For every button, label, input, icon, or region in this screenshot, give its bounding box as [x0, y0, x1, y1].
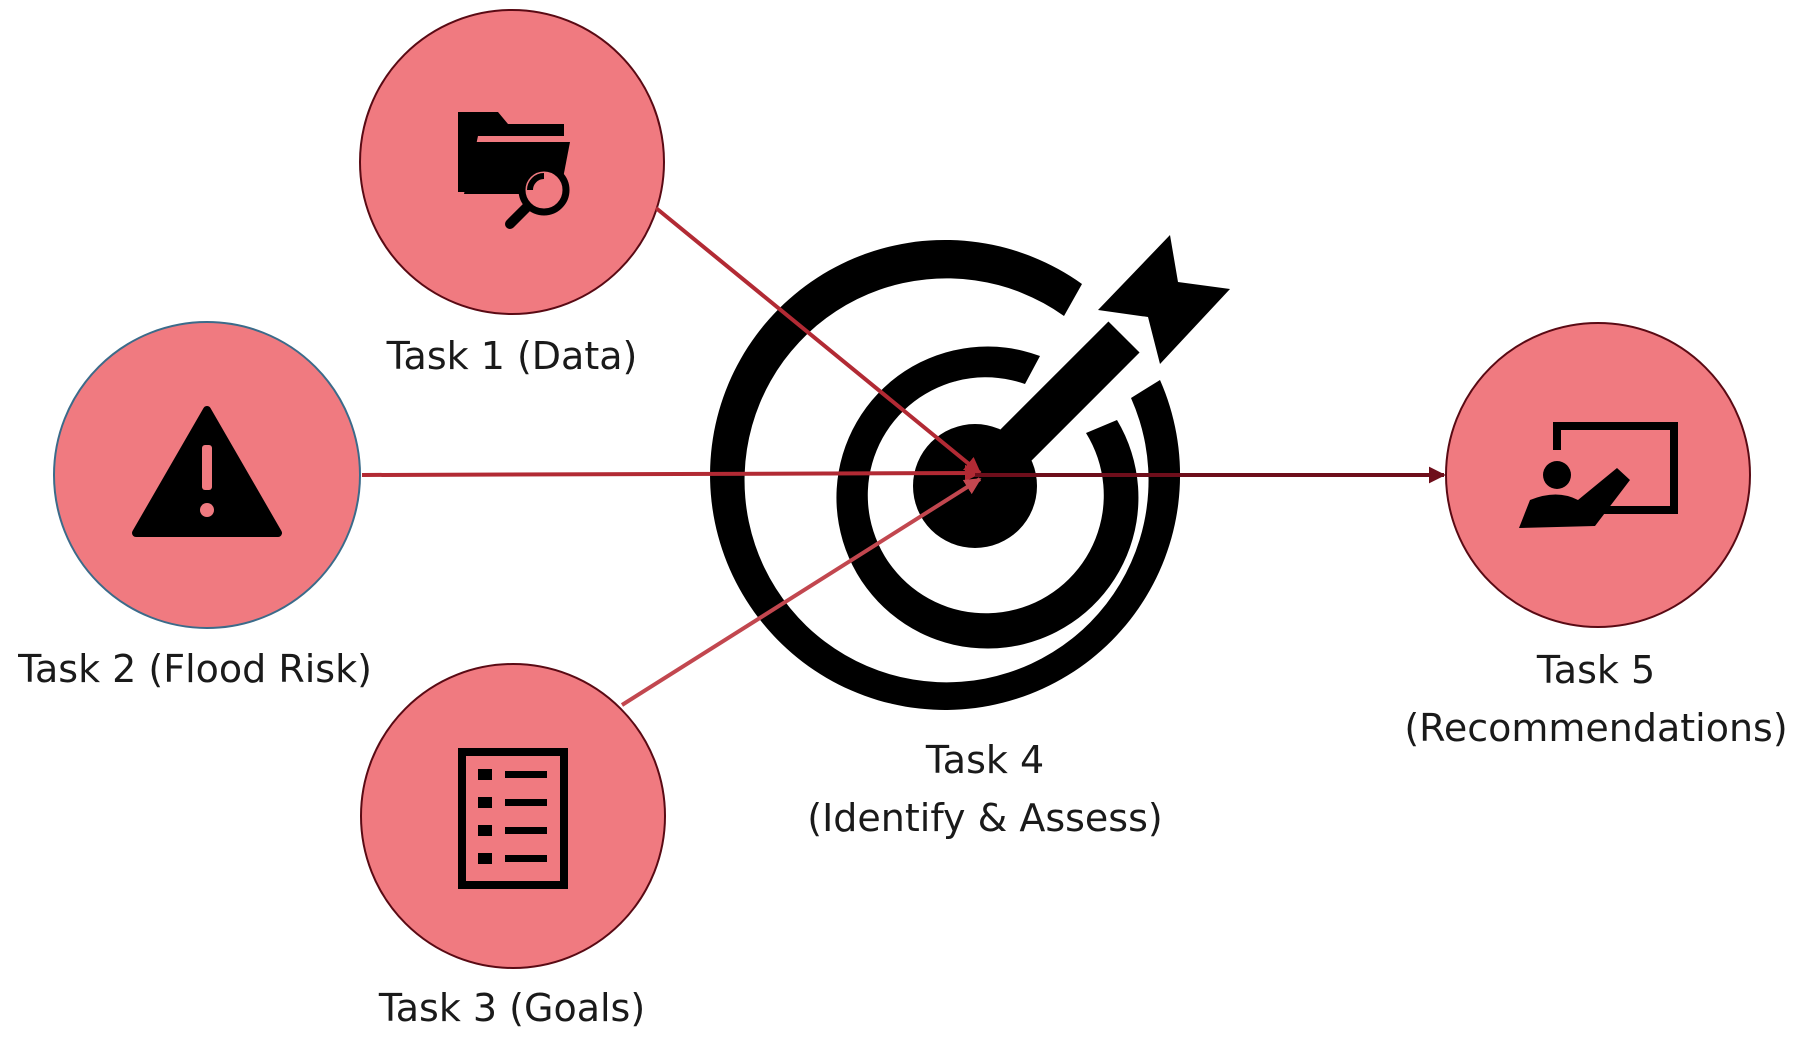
node-task5 [1445, 322, 1751, 628]
task4-label-line1: Task 4 [925, 738, 1045, 782]
task1-label: Task 1 (Data) [386, 334, 638, 378]
task2-label: Task 2 (Flood Risk) [18, 647, 372, 691]
task5-label-line2: (Recommendations) [1404, 706, 1788, 750]
folder-search-icon [458, 112, 570, 229]
presentation-icon [1519, 422, 1678, 528]
arrow-task3-to-task4 [620, 477, 982, 707]
task5-label-line1: Task 5 [1536, 648, 1656, 692]
node-task1 [359, 9, 665, 315]
node-task2 [53, 321, 361, 629]
task4-label: Task 4 (Identify & Assess) [765, 731, 1205, 847]
task5-label: Task 5 (Recommendations) [1386, 641, 1806, 757]
arrow-task2-to-task4 [361, 464, 982, 482]
task4-label-line2: (Identify & Assess) [807, 796, 1163, 840]
warning-icon [132, 406, 282, 537]
node-task3 [360, 663, 666, 969]
arrow-task1-to-task4 [654, 206, 982, 475]
checklist-icon [458, 748, 568, 889]
task3-label: Task 3 (Goals) [378, 986, 646, 1030]
